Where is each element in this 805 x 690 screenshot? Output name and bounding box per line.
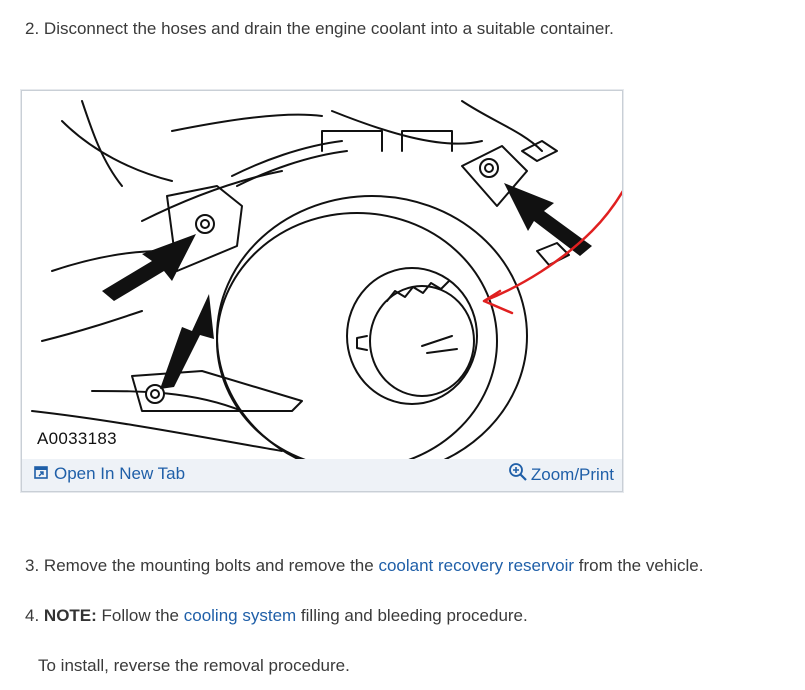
step-4-text-post: filling and bleeding procedure.	[296, 606, 528, 625]
step-4-text-pre: Follow the	[96, 606, 184, 625]
step-2-number: 2.	[25, 19, 40, 38]
install-instruction: To install, reverse the removal procedur…	[38, 656, 350, 675]
step-2: 2. Disconnect the hoses and drain the en…	[25, 18, 614, 40]
step-4-note-label: NOTE:	[43, 606, 97, 625]
step-4: 4. NOTE: Follow the cooling system filli…	[25, 605, 528, 627]
zoom-print-label: Zoom/Print	[530, 464, 614, 484]
open-in-new-tab-label: Open In New Tab	[54, 464, 186, 483]
step-2-text: Disconnect the hoses and drain the engin…	[43, 19, 614, 38]
engine-diagram	[31, 100, 622, 459]
figure-action-bar: Open In New Tab Zoom/Print	[22, 459, 622, 491]
zoom-print-link[interactable]: Zoom/Print	[508, 462, 614, 487]
coolant-recovery-reservoir-link[interactable]: coolant recovery reservoir	[378, 556, 575, 575]
figure-id-label: A0033183	[37, 429, 117, 448]
step-3-text-pre: Remove the mounting bolts and remove the	[43, 556, 379, 575]
magnifier-plus-icon	[508, 462, 528, 487]
step-3-number: 3.	[25, 556, 40, 575]
open-in-new-tab-link[interactable]: Open In New Tab	[34, 464, 185, 484]
external-window-icon	[34, 464, 48, 484]
cooling-system-link[interactable]: cooling system	[183, 606, 297, 625]
step-3-text-post: from the vehicle.	[574, 556, 704, 575]
step-4-number: 4.	[25, 606, 40, 625]
figure-container: A0033183 Open In New Tab Zoom/Print	[21, 90, 623, 492]
step-3: 3. Remove the mounting bolts and remove …	[25, 555, 703, 577]
